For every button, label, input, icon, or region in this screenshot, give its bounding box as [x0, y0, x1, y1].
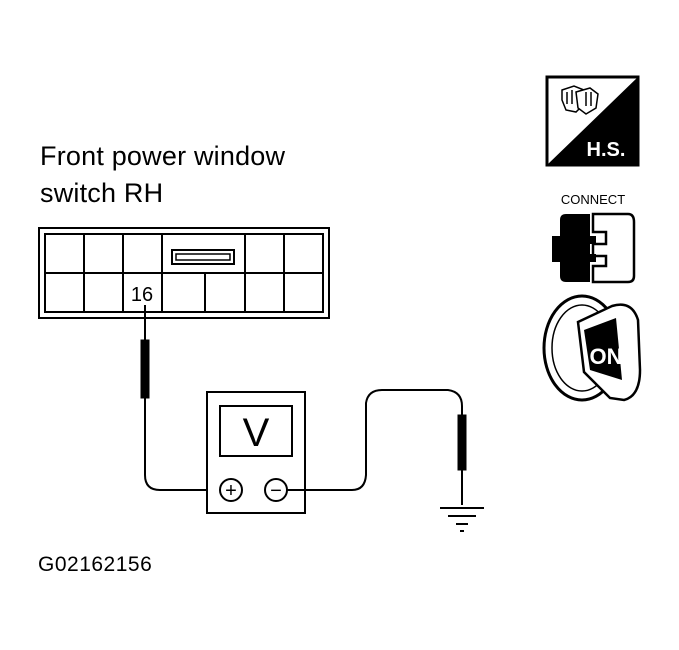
figure-code: G02162156 — [38, 553, 153, 576]
on-label: ON — [590, 344, 623, 369]
connector — [38, 227, 330, 319]
positive-probe — [140, 305, 216, 491]
ground-icon — [440, 507, 484, 532]
terminal-label: 16 — [131, 284, 153, 306]
meter-display-label: V — [243, 411, 270, 455]
negative-probe — [287, 389, 467, 505]
plus-symbol: + — [225, 480, 237, 502]
ignition-on-icon: ON — [542, 294, 642, 402]
title-line-2: switch RH — [40, 178, 164, 208]
positive-terminal — [219, 478, 243, 502]
title-line-1: Front power window — [40, 141, 286, 171]
voltmeter: V + − — [206, 391, 306, 514]
minus-symbol: − — [270, 480, 282, 502]
component-title: Front power window switch RH — [40, 138, 285, 212]
connect-icon: CONNECT — [552, 192, 636, 284]
hand-tool-hs-icon: H.S. — [545, 75, 640, 167]
connect-label: CONNECT — [561, 192, 625, 207]
hs-label: H.S. — [587, 139, 626, 161]
